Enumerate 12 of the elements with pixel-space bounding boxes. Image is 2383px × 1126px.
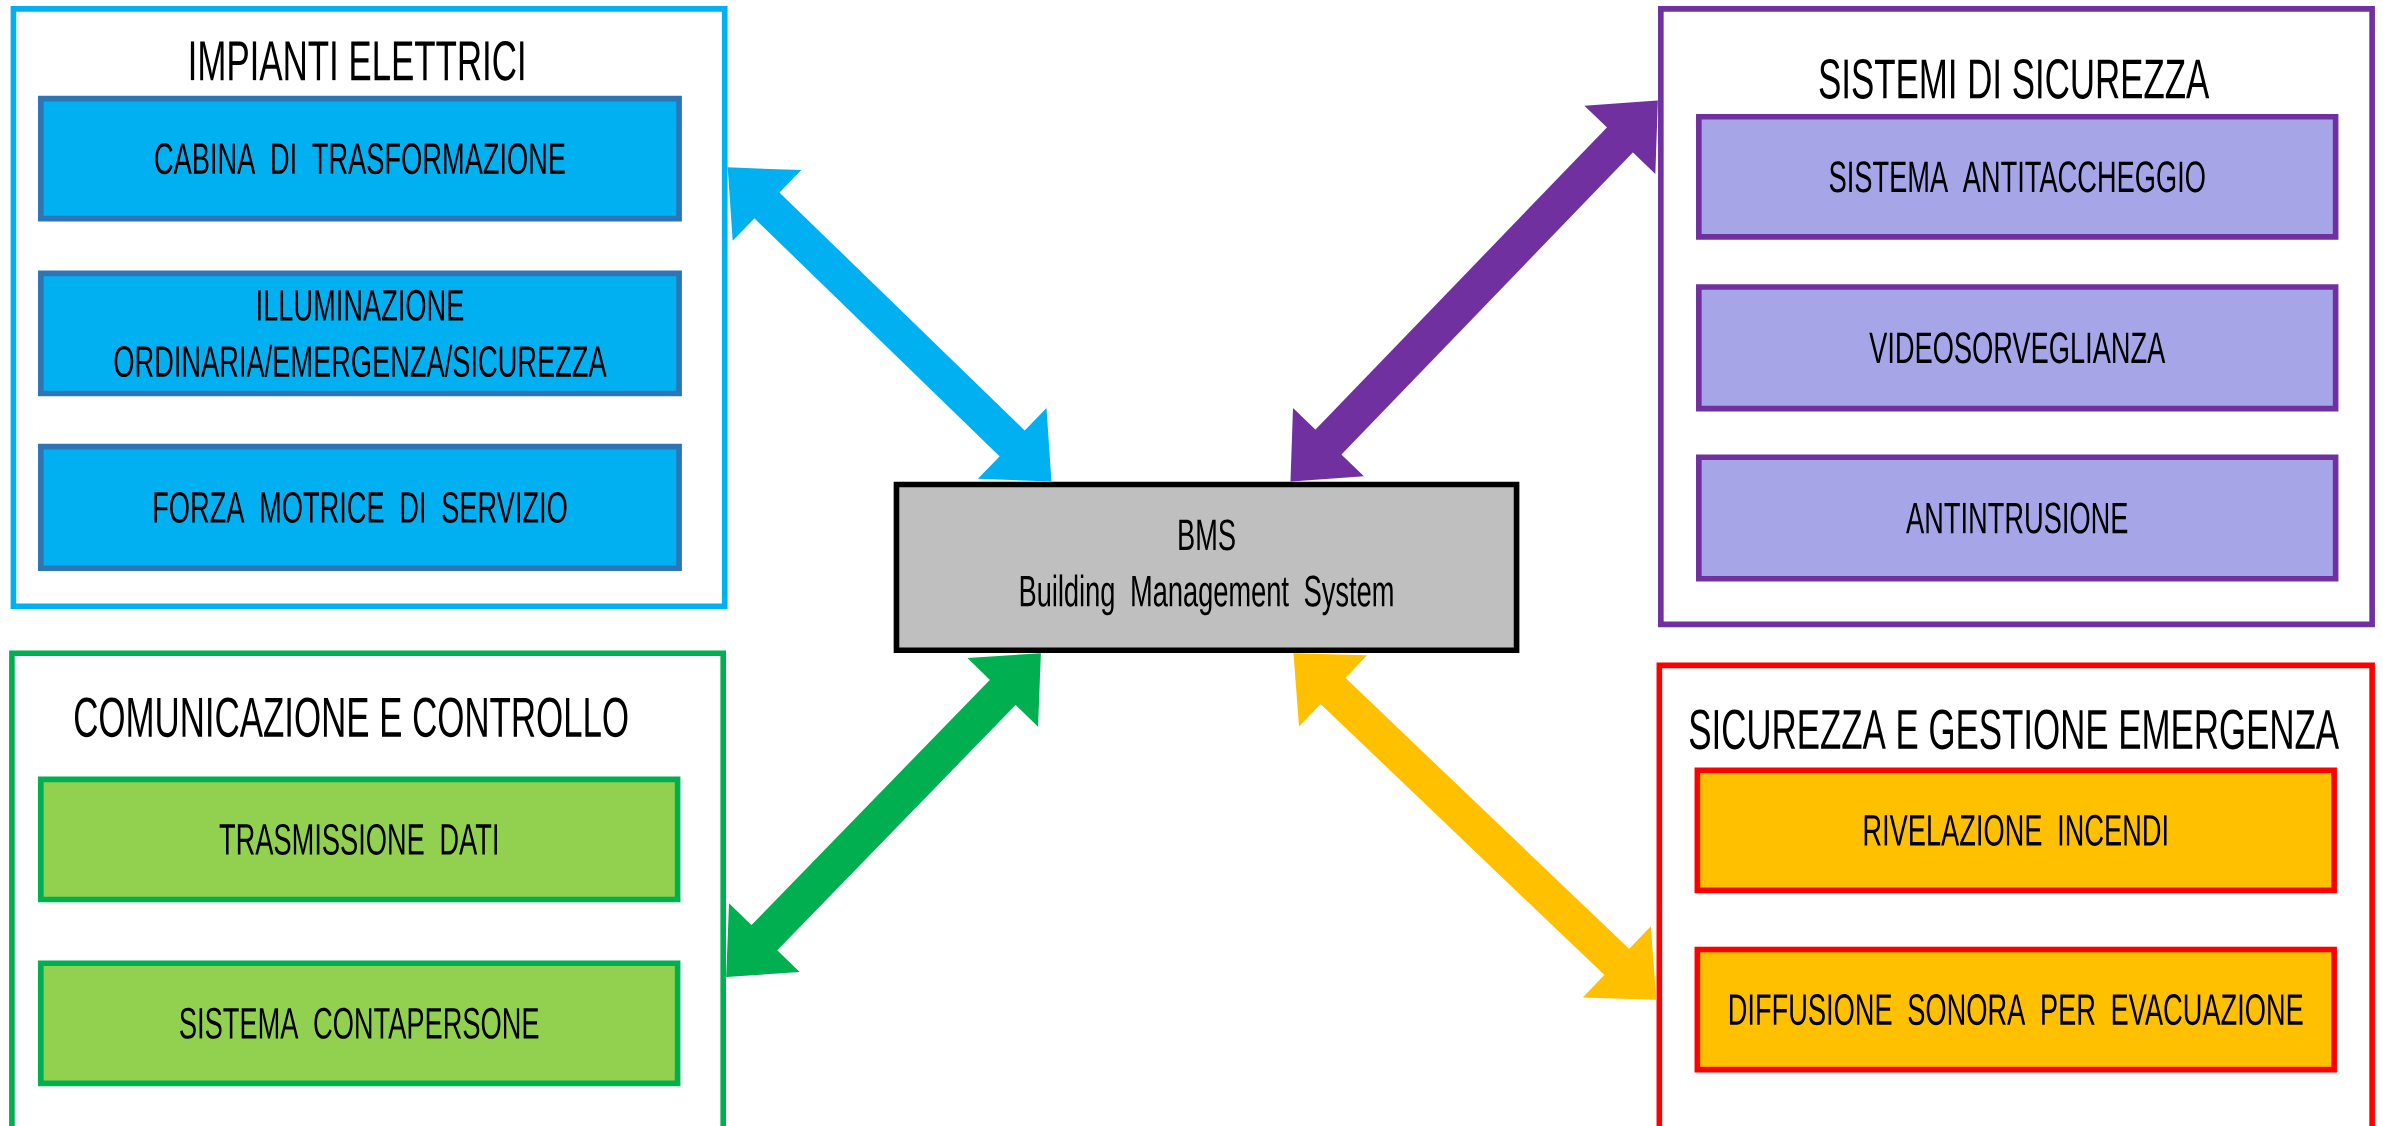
item-box: SISTEMA CONTAPERSONE [38,960,681,1087]
item-box: RIVELAZIONE INCENDI [1694,767,2337,894]
item-box: DIFFUSIONE SONORA PER EVACUAZIONE [1694,946,2337,1073]
item-box: ANTINTRUSIONE [1696,454,2339,582]
system-box: BMS Building Management System [893,481,1520,653]
item-box: ILLUMINAZIONE ORDINARIA/EMERGENZA/SICUREZZA [38,270,682,397]
double-arrow [726,653,1041,977]
item-box: TRASMISSIONE DATI [38,776,681,903]
item-box: CABINA DI TRASFORMAZIONE [38,95,682,222]
item-box: FORZA MOTRICE DI SERVIZIO [38,443,682,571]
item-box: SISTEMA ANTITACCHEGGIO [1696,113,2339,240]
item-box: VIDEOSORVEGLIANZA [1696,284,2339,412]
